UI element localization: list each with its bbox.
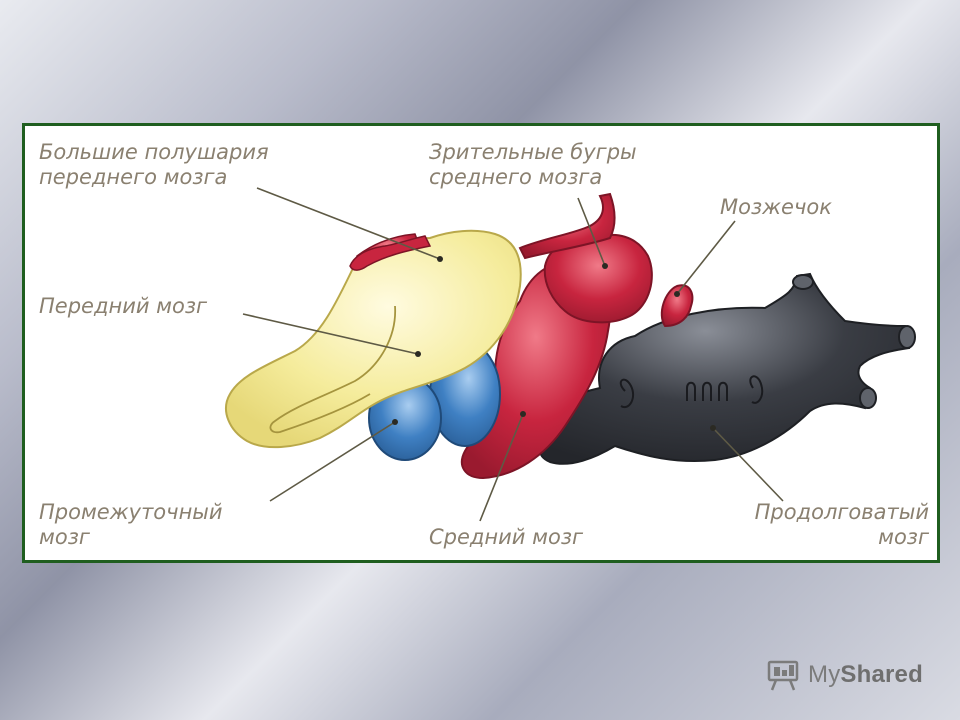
midbrain-shape (460, 192, 653, 480)
label-medulla: Продолговатый мозг (755, 500, 929, 550)
label-line: Промежуточный (39, 500, 223, 524)
label-line: Средний мозг (429, 525, 584, 549)
label-line: Мозжечок (720, 195, 832, 219)
logo-suffix: Shared (840, 661, 923, 688)
leader-dots (392, 256, 716, 431)
label-line: переднего мозга (39, 165, 228, 189)
label-line: Продолговатый (754, 500, 929, 524)
label-optic-lobes: Зрительные бугры среднего мозга (429, 140, 637, 190)
label-cerebellum: Мозжечок (720, 195, 832, 220)
label-line: Большие полушария (39, 140, 269, 164)
label-cerebral-hemispheres: Большие полушария переднего мозга (39, 140, 269, 190)
forebrain-shape (225, 229, 522, 449)
label-line: среднего мозга (429, 165, 603, 189)
medulla-shape (537, 272, 916, 465)
logo-prefix: My (808, 661, 841, 688)
label-line: мозг (39, 525, 90, 549)
label-forebrain: Передний мозг (39, 294, 207, 319)
logo-text: MyShared (808, 661, 923, 689)
brain-diagram-panel: Большие полушария переднего мозга Зрител… (22, 123, 940, 563)
myshared-logo[interactable]: MyShared (766, 655, 936, 695)
brain-diagram (225, 187, 916, 522)
cerebellum-shape (660, 284, 694, 328)
presentation-board-icon (767, 660, 799, 691)
label-midbrain: Средний мозг (429, 525, 583, 550)
label-line: Зрительные бугры (429, 140, 637, 164)
label-line: Передний мозг (39, 294, 208, 318)
label-line: мозг (878, 525, 929, 549)
leader-lines (242, 187, 784, 522)
label-diencephalon: Промежуточный мозг (39, 500, 223, 550)
